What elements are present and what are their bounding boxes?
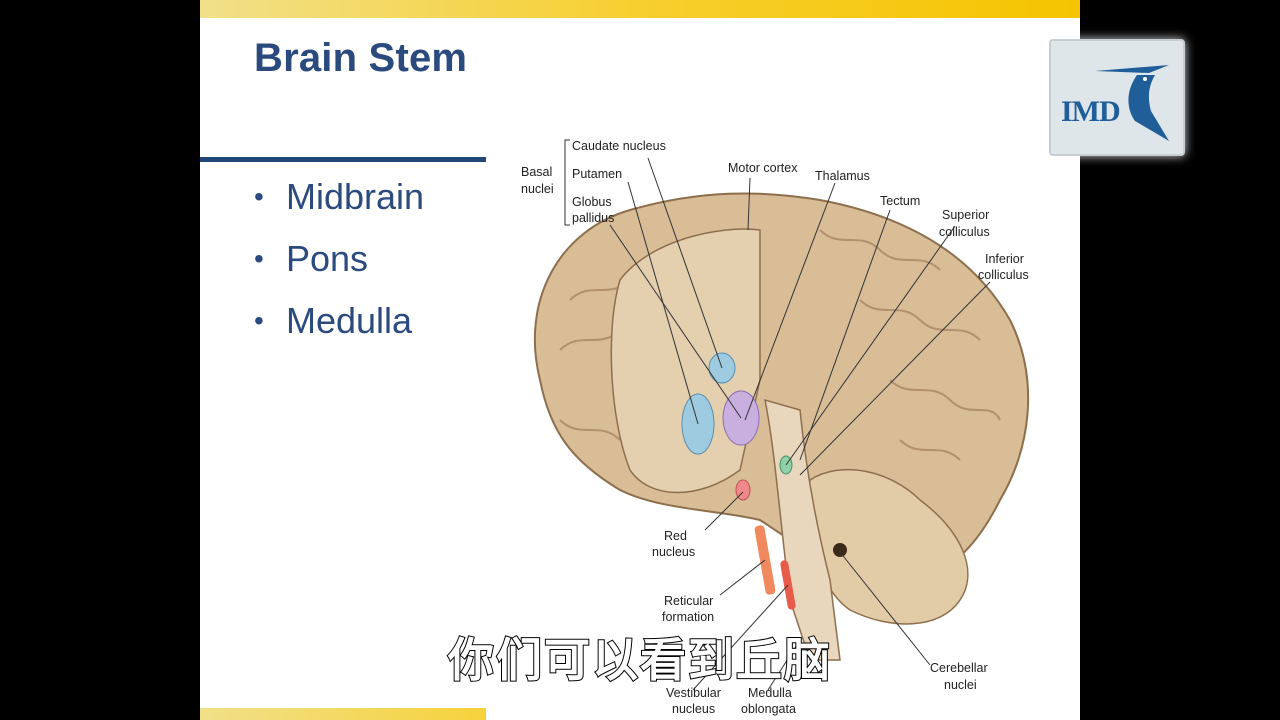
bullet-dot-icon: • <box>254 243 264 274</box>
bullet-item: • Midbrain <box>254 172 424 234</box>
logo-text: IMD <box>1061 95 1121 128</box>
imd-logo: IMD <box>1049 39 1185 156</box>
title-rule <box>200 157 486 162</box>
bullet-label: Medulla <box>286 300 413 341</box>
bullet-item: • Pons <box>254 234 424 296</box>
bullet-label: Midbrain <box>286 176 425 217</box>
slide: Brain Stem • Midbrain • Pons • Medulla <box>200 0 1080 720</box>
top-accent-bar <box>200 0 1080 18</box>
video-subtitle: 你们可以看到丘脑 <box>447 632 832 688</box>
bullet-item: • Medulla <box>254 296 424 358</box>
bullet-list: • Midbrain • Pons • Medulla <box>254 172 424 358</box>
bird-logo-icon <box>1095 65 1169 141</box>
bottom-accent-bar <box>200 708 486 720</box>
bullet-label: Pons <box>286 238 369 279</box>
slide-title: Brain Stem <box>254 36 468 80</box>
bullet-dot-icon: • <box>254 305 264 336</box>
bullet-dot-icon: • <box>254 181 264 212</box>
